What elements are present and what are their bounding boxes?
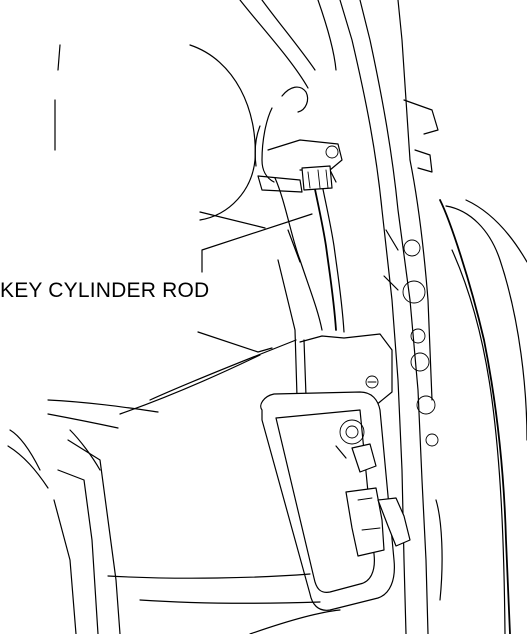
door-panel-outline (47, 0, 337, 431)
upper-bracket (254, 86, 343, 193)
lower-guide-lines (107, 573, 341, 634)
callout-leader (201, 213, 313, 273)
key-cylinder-rod (274, 165, 345, 333)
upper-left-strokes (54, 44, 61, 151)
weatherstrip (435, 199, 527, 634)
lower-left-pillar (7, 429, 121, 634)
key-cylinder-rod-label: KEY CYLINDER ROD (0, 279, 210, 302)
door-inner-frame (339, 0, 439, 634)
door-latch-assembly (260, 391, 411, 611)
